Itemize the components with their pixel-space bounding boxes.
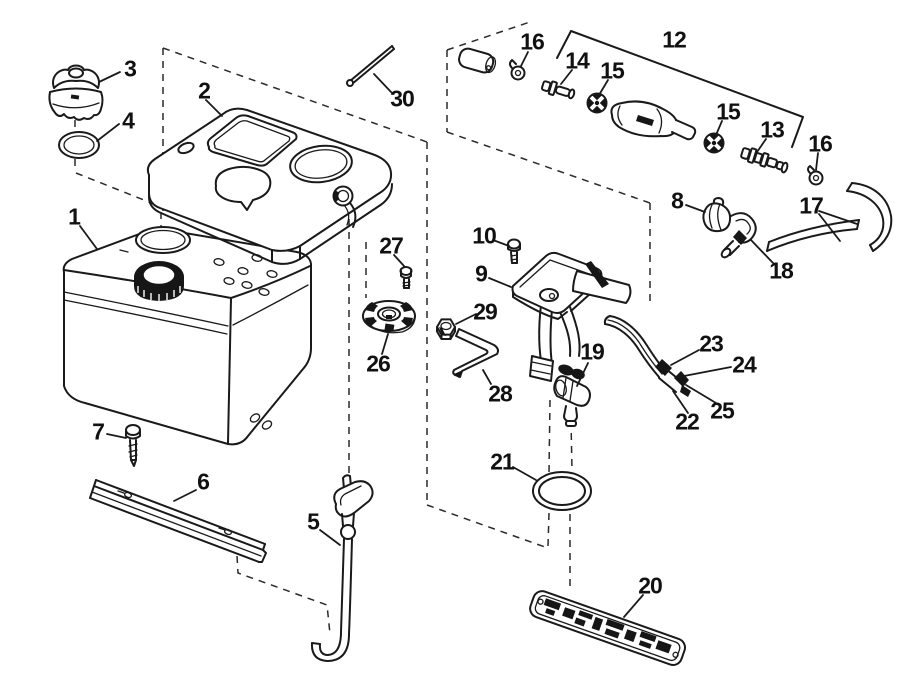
part-17-hoses bbox=[767, 183, 891, 251]
part-2-tank-cover bbox=[148, 109, 392, 264]
callout-10: 10 bbox=[472, 222, 497, 249]
part-3-filler-cap bbox=[49, 66, 102, 120]
callout-19: 19 bbox=[580, 338, 605, 365]
part-1-oil-tank bbox=[64, 227, 311, 444]
callout-15b: 15 bbox=[716, 98, 741, 125]
tank-top-holes bbox=[120, 250, 278, 296]
callout-20: 20 bbox=[638, 572, 663, 599]
bracket-12-line bbox=[557, 31, 803, 147]
callout-12: 12 bbox=[662, 26, 687, 53]
callout-14: 14 bbox=[565, 47, 590, 74]
callout-16b: 16 bbox=[808, 130, 833, 157]
part-27-screw bbox=[401, 267, 412, 288]
callout-15a: 15 bbox=[600, 57, 625, 84]
callout-22: 22 bbox=[675, 408, 700, 435]
callout-2: 2 bbox=[198, 77, 211, 104]
filler-neck bbox=[134, 261, 184, 301]
callout-16a: 16 bbox=[520, 28, 545, 55]
callout-9: 9 bbox=[475, 260, 488, 287]
part-18-elbow-fitting bbox=[720, 213, 756, 259]
callout-6: 6 bbox=[197, 468, 210, 495]
part-6-mounting-bracket bbox=[90, 480, 266, 562]
callout-4: 4 bbox=[122, 107, 135, 134]
primer-bulb bbox=[611, 101, 695, 139]
callout-23: 23 bbox=[699, 330, 724, 357]
part-14-fitting bbox=[541, 79, 576, 101]
callout-25: 25 bbox=[710, 397, 735, 424]
callout-29: 29 bbox=[473, 298, 498, 325]
part-30-rod bbox=[347, 46, 394, 86]
part-16-ear-clamp-a bbox=[510, 60, 525, 80]
part-12-fuel-line-assembly bbox=[457, 31, 822, 185]
callout-21: 21 bbox=[490, 448, 515, 475]
callout-24: 24 bbox=[732, 351, 757, 378]
part-9-pump-assembly bbox=[513, 253, 631, 381]
callout-5: 5 bbox=[307, 508, 320, 535]
part-29-nut bbox=[437, 319, 455, 339]
part-15-clamp-a bbox=[588, 94, 607, 113]
part-19-pickup-unit bbox=[554, 376, 590, 426]
callout-8: 8 bbox=[671, 187, 684, 214]
part-26-grommet bbox=[363, 301, 415, 333]
part-10-screw bbox=[508, 240, 520, 264]
part-4-cap-gasket bbox=[59, 132, 99, 158]
part-22-outlet-hose bbox=[605, 316, 691, 397]
leader-lines bbox=[80, 52, 857, 617]
callout-18: 18 bbox=[769, 257, 794, 284]
callout-28: 28 bbox=[488, 380, 513, 407]
part-8-grommet bbox=[703, 198, 730, 231]
callout-26: 26 bbox=[366, 350, 391, 377]
callout-7: 7 bbox=[92, 418, 105, 445]
part-13-fitting bbox=[740, 146, 790, 173]
callout-3: 3 bbox=[124, 55, 137, 82]
part-16-ear-clamp-b bbox=[808, 166, 823, 185]
assembly-dashed-lines bbox=[75, 22, 650, 634]
part-20-gasket-plate bbox=[528, 589, 688, 668]
part-15-clamp-b bbox=[705, 134, 724, 153]
part-7-screw bbox=[126, 425, 140, 466]
hose-end-fitting bbox=[655, 359, 691, 397]
callout-17: 17 bbox=[799, 192, 824, 219]
part-5-dipstick bbox=[312, 475, 373, 661]
callout-13: 13 bbox=[760, 116, 785, 143]
callout-27: 27 bbox=[379, 232, 404, 259]
callout-1: 1 bbox=[68, 203, 81, 230]
sleeve-cylinder bbox=[457, 47, 497, 75]
part-28-elbow-hose bbox=[453, 329, 498, 378]
callout-30: 30 bbox=[390, 85, 415, 112]
part-21-o-ring bbox=[533, 472, 591, 510]
cover-grommet bbox=[333, 187, 355, 228]
